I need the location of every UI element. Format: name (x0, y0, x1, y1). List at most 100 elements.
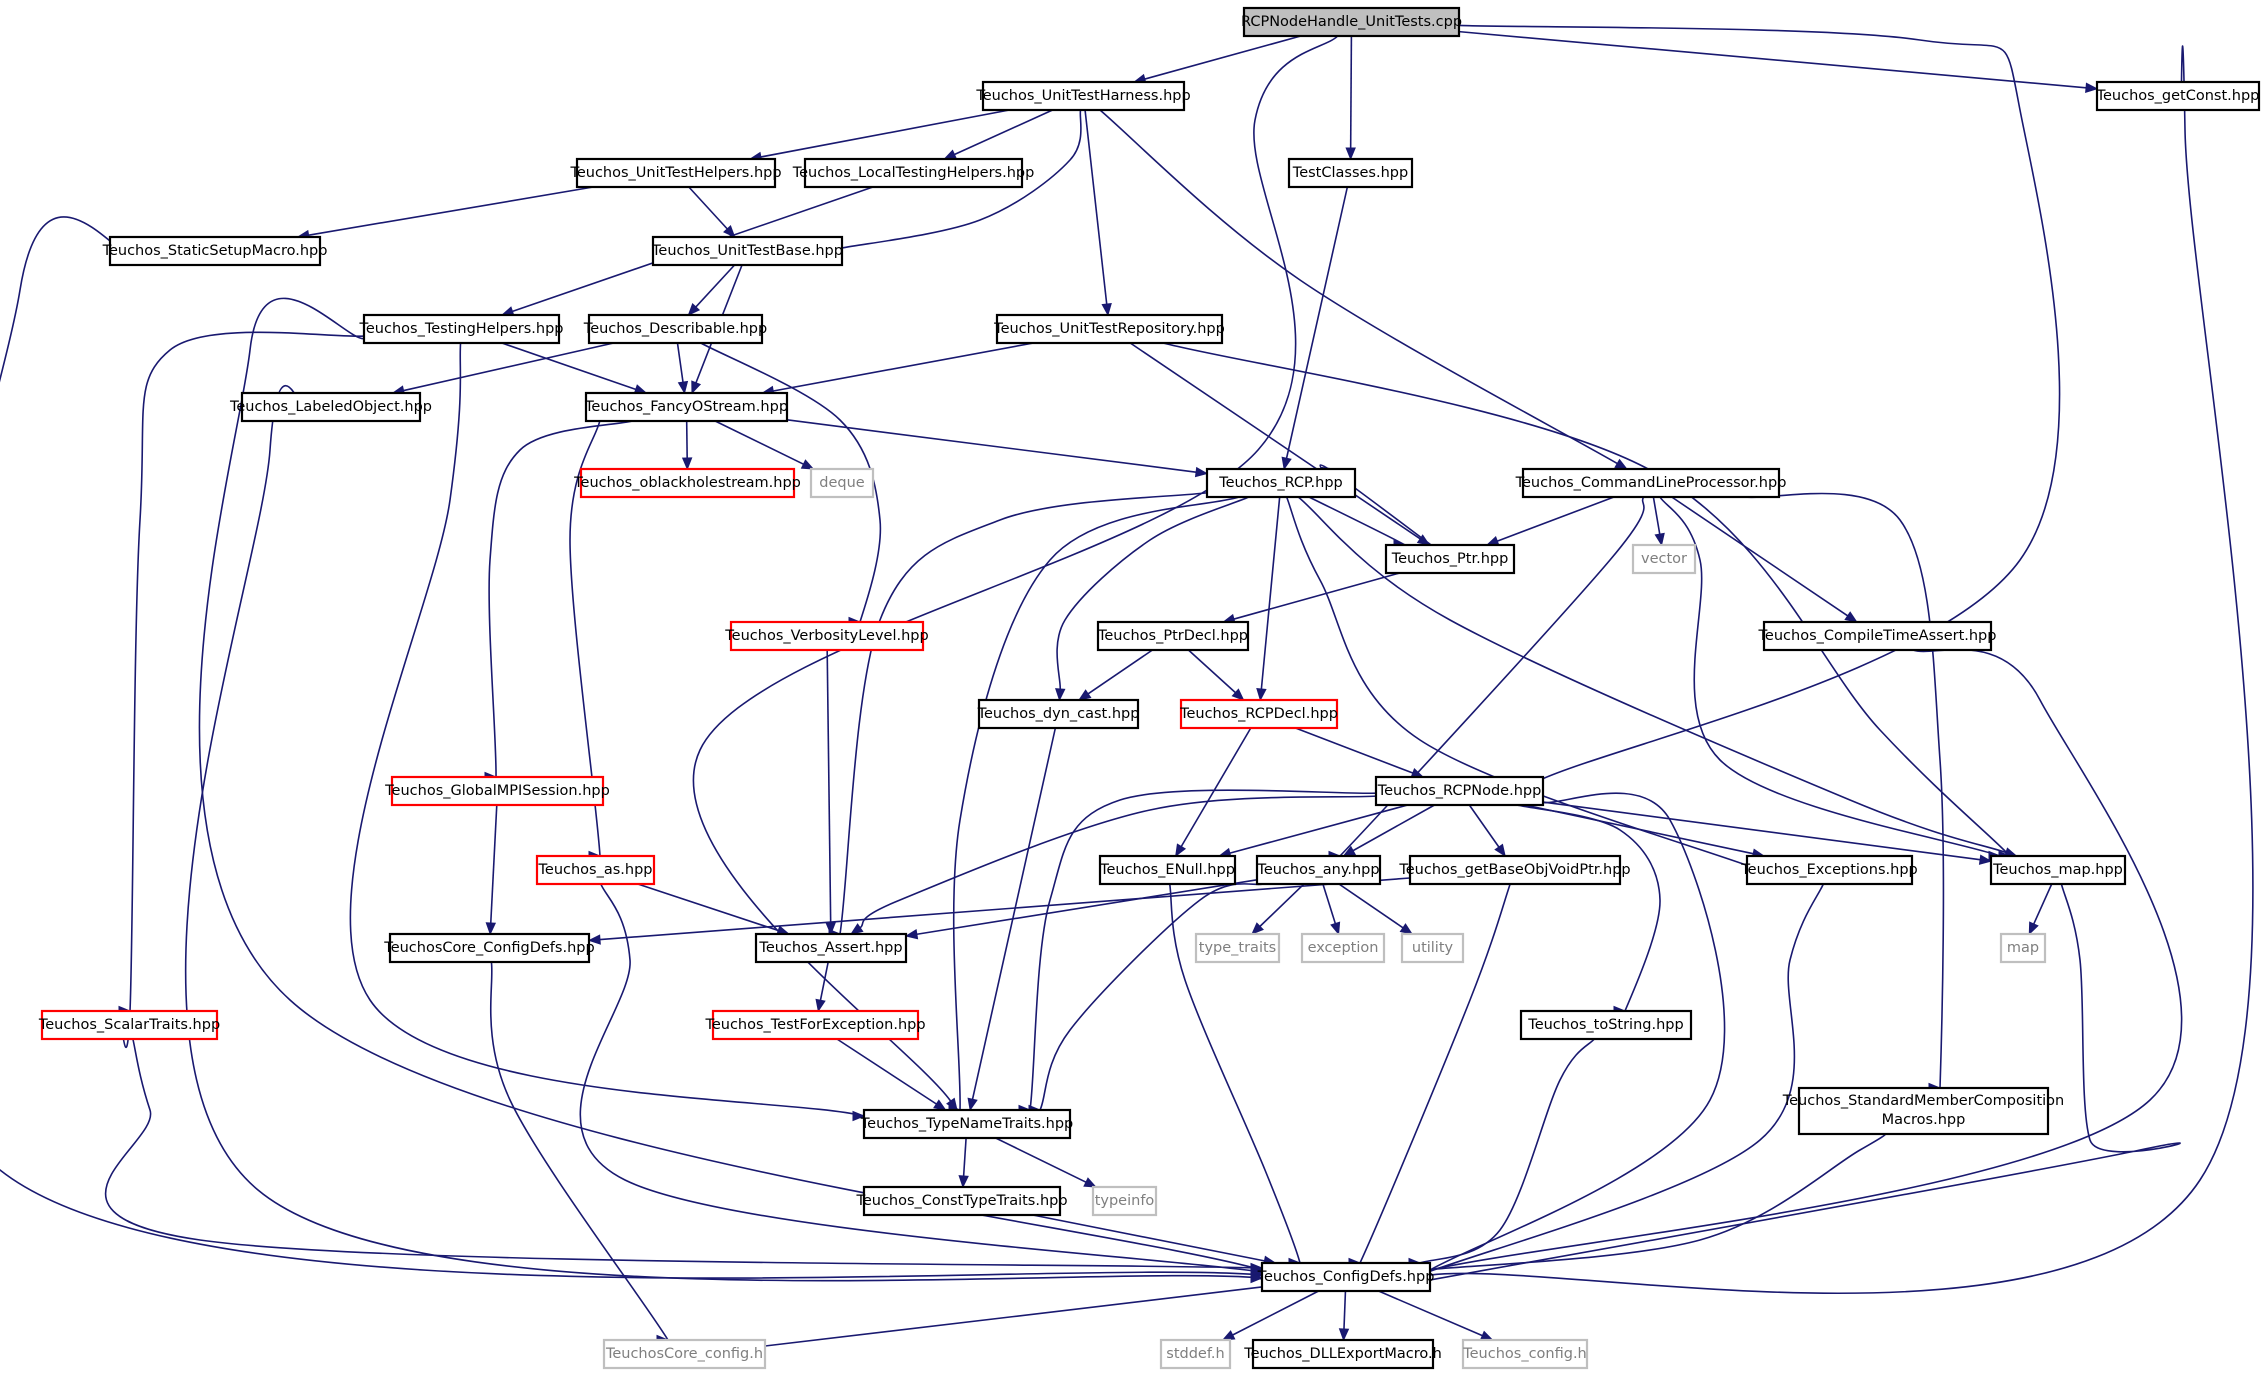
node-testforex[interactable]: Teuchos_TestForException.hpp (704, 1009, 926, 1041)
node-getconst[interactable]: Teuchos_getConst.hpp (2096, 80, 2261, 112)
edge-line (1659, 496, 2019, 864)
node-box (579, 467, 796, 499)
node-mapstd: map (1999, 932, 2047, 964)
node-clp[interactable]: Teuchos_CommandLineProcessor.hpp (1515, 467, 1787, 499)
node-label: Teuchos_TestForException.hpp (704, 1017, 925, 1033)
node-testclasses[interactable]: TestClasses.hpp (1287, 157, 1414, 189)
node-testhelpers[interactable]: Teuchos_UnitTestHelpers.hpp (569, 157, 782, 189)
edge-arrowhead (1338, 1328, 1350, 1342)
node-staticsetup[interactable]: Teuchos_StaticSetupMacro.hpp (102, 235, 328, 267)
node-compiletime[interactable]: Teuchos_CompileTimeAssert.hpp (1758, 620, 1997, 652)
node-labeled[interactable]: Teuchos_LabeledObject.hpp (229, 391, 432, 423)
node-fancy[interactable]: Teuchos_FancyOStream.hpp (584, 391, 789, 423)
edge-describable-to-fancy (676, 342, 689, 395)
edge-arrowhead (958, 1175, 969, 1189)
node-label: Teuchos_any.hpp (1256, 862, 1379, 878)
node-box (535, 854, 656, 886)
node-dllexport[interactable]: Teuchos_DLLExportMacro.h (1243, 1338, 1442, 1370)
node-label: Teuchos_UnitTestBase.hpp (651, 243, 843, 259)
node-scalar[interactable]: Teuchos_ScalarTraits.hpp (38, 1009, 220, 1041)
node-verbosity[interactable]: Teuchos_VerbosityLevel.hpp (724, 620, 929, 652)
node-exceptions[interactable]: Teuchos_Exceptions.hpp (1740, 854, 1918, 886)
edge-getbase-to-coreconfig (587, 877, 1411, 945)
edge-line (676, 342, 684, 383)
node-label: Teuchos_CommandLineProcessor.hpp (1515, 475, 1787, 491)
edge-line (1468, 804, 1500, 848)
node-box (1159, 1338, 1232, 1370)
node-rcpnode[interactable]: Teuchos_RCPNode.hpp (1374, 775, 1545, 807)
node-box (995, 313, 1224, 345)
node-coreconfig[interactable]: TeuchosCore_ConfigDefs.hpp (383, 932, 595, 964)
edge-staticsetup-to-configdefs (0, 216, 1354, 1284)
edge-line (501, 342, 636, 391)
node-globalmpi[interactable]: Teuchos_GlobalMPISession.hpp (384, 775, 610, 807)
edge-stdmember-to-configdefs (1402, 1133, 1887, 1276)
edge-line (1187, 649, 1236, 694)
node-utility: utility (1400, 932, 1465, 964)
edge-line (118, 331, 365, 1048)
node-map[interactable]: Teuchos_map.hpp (1989, 854, 2127, 886)
edge-line (1497, 496, 1615, 542)
edge-arrowhead (1844, 611, 1858, 623)
node-rcp[interactable]: Teuchos_RCP.hpp (1205, 467, 1357, 499)
edge-line (1372, 648, 2183, 1284)
node-repository[interactable]: Teuchos_UnitTestRepository.hpp (993, 313, 1225, 345)
edge-line (599, 877, 1411, 941)
node-as[interactable]: Teuchos_as.hpp (535, 854, 656, 886)
edge-repository-to-map (1162, 342, 2018, 867)
node-box (809, 467, 875, 499)
edge-line (1343, 1290, 1347, 1330)
node-ptrdecl[interactable]: Teuchos_PtrDecl.hpp (1096, 620, 1250, 652)
edge-arrowhead (677, 380, 689, 395)
edge-arrowhead (1231, 688, 1245, 701)
edge-line (1322, 883, 1337, 924)
node-label: Teuchos_GlobalMPISession.hpp (384, 783, 610, 799)
node-label: exception (1308, 940, 1379, 956)
edge-arrowhead (1479, 1330, 1494, 1341)
node-box (1287, 157, 1414, 189)
edge-arrowhead (1083, 1177, 1098, 1188)
node-coreconfigh: TeuchosCore_config.h (602, 1338, 767, 1370)
node-enull[interactable]: Teuchos_ENull.hpp (1098, 854, 1237, 886)
edge-root-to-rcpnode (1458, 24, 2061, 798)
node-assert[interactable]: Teuchos_Assert.hpp (754, 932, 908, 964)
node-harness[interactable]: Teuchos_UnitTestHarness.hpp (975, 80, 1191, 112)
edge-line (916, 879, 1258, 936)
edge-line (1378, 1290, 1483, 1337)
node-label: Teuchos_config.h (1462, 1346, 1587, 1362)
edge-arrowhead (943, 149, 958, 160)
node-box (575, 157, 777, 189)
node-testbase[interactable]: Teuchos_UnitTestBase.hpp (651, 235, 844, 267)
node-consttype[interactable]: Teuchos_ConstTypeTraits.hpp (855, 1185, 1068, 1217)
node-any[interactable]: Teuchos_any.hpp (1255, 854, 1382, 886)
node-oblack[interactable]: Teuchos_oblackholestream.hpp (573, 467, 801, 499)
node-ptr[interactable]: Teuchos_Ptr.hpp (1384, 543, 1516, 575)
node-root[interactable]: RCPNodeHandle_UnitTests.cpp (1241, 6, 1462, 38)
edge-line (1056, 496, 1250, 690)
node-box (711, 1009, 920, 1041)
node-stdmember[interactable]: Teuchos_StandardMemberCompositionMacros.… (1782, 1086, 2065, 1136)
edge-line (1180, 727, 1252, 847)
edge-map-to-mapstd (2028, 883, 2053, 936)
edge-arrowhead (1251, 922, 1264, 935)
node-dyncast[interactable]: Teuchos_dyn_cast.hpp (977, 698, 1140, 730)
node-testinghelpers[interactable]: Teuchos_TestingHelpers.hpp (358, 313, 564, 345)
node-tostring[interactable]: Teuchos_toString.hpp (1519, 1009, 1693, 1041)
node-label: Teuchos_RCP.hpp (1218, 475, 1343, 491)
node-box (602, 1338, 767, 1370)
node-describable[interactable]: Teuchos_Describable.hpp (583, 313, 767, 345)
node-getbase[interactable]: Teuchos_getBaseObjVoidPtr.hpp (1398, 854, 1631, 886)
node-label: type_traits (1199, 940, 1276, 956)
node-configdefs[interactable]: Teuchos_ConfigDefs.hpp (1257, 1261, 1435, 1293)
node-localtesting[interactable]: Teuchos_LocalTestingHelpers.hpp (792, 157, 1035, 189)
edge-rcp-to-exceptions (1285, 496, 1786, 881)
node-rcpdecl[interactable]: Teuchos_RCPDecl.hpp (1179, 698, 1339, 730)
edge-arrowhead (687, 302, 701, 316)
node-typename[interactable]: Teuchos_TypeNameTraits.hpp (860, 1108, 1073, 1140)
edge-line (1285, 186, 1349, 459)
edge-compiletime-to-configdefs (1372, 648, 2183, 1284)
edge-rcp-to-dyncast (1055, 496, 1250, 702)
edge-arrowhead (2085, 82, 2099, 93)
node-box (1374, 775, 1545, 807)
edge-testclasses-to-rcp (1281, 186, 1349, 471)
